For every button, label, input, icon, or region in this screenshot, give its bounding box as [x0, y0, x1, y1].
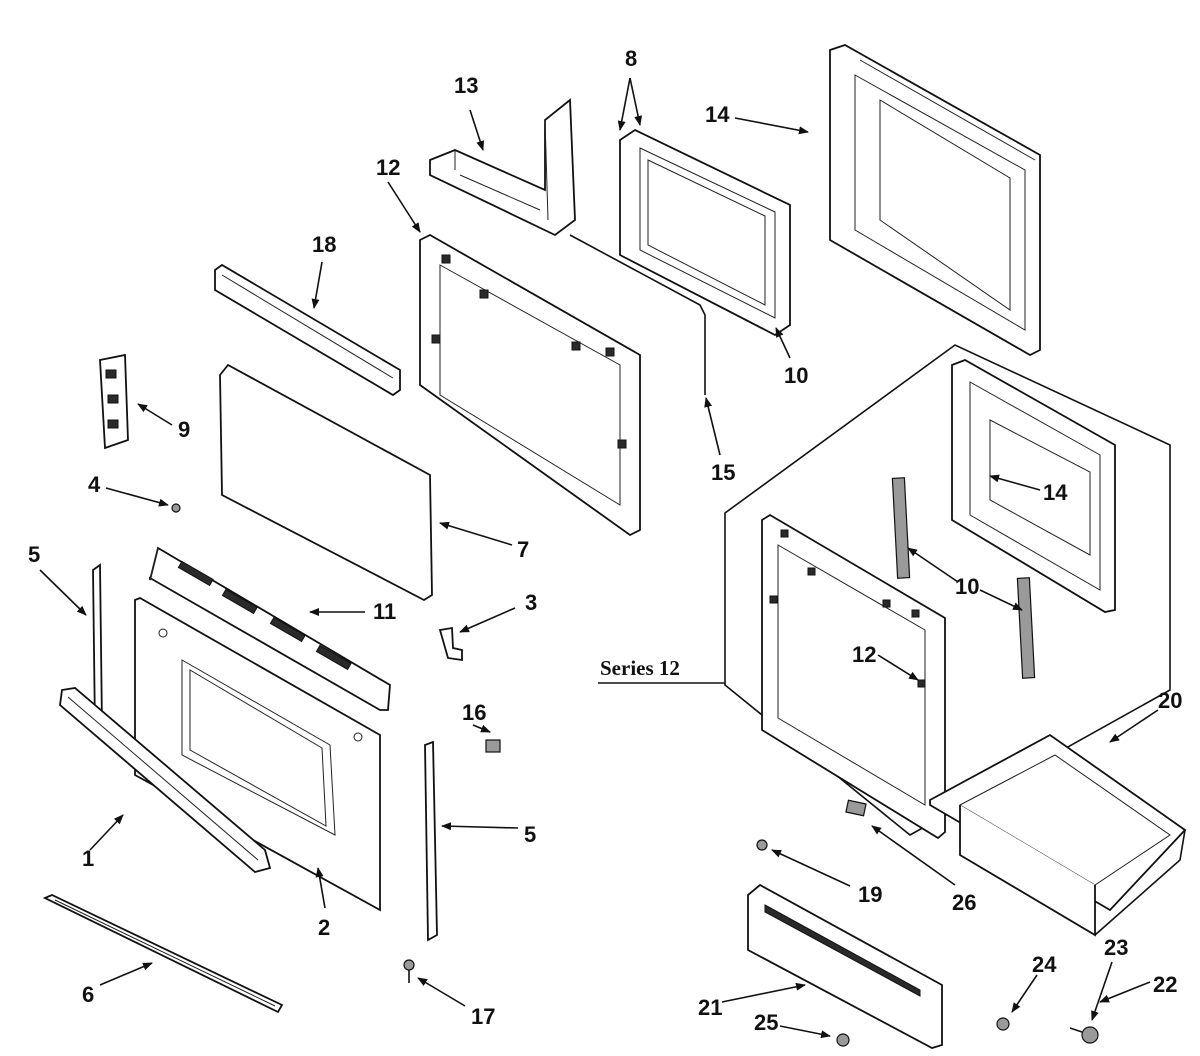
part-25-nut [836, 1033, 850, 1047]
part-20-drawer [929, 733, 1187, 937]
part-26-block [845, 799, 867, 817]
part-3-clip [438, 626, 463, 662]
part-14-inner-door [829, 44, 1041, 357]
callout-10-inset: 10 [955, 574, 979, 599]
callout-16: 16 [462, 700, 486, 725]
leader-lines [39, 77, 1159, 1039]
callout-26: 26 [952, 890, 976, 915]
callout-14-inset: 14 [1043, 480, 1068, 505]
callout-12: 12 [376, 155, 400, 180]
callout-20: 20 [1158, 688, 1182, 713]
callout-18: 18 [312, 232, 336, 257]
callout-11: 11 [373, 599, 396, 624]
part-19-screw [756, 839, 768, 851]
callout-3: 3 [525, 590, 537, 615]
callout-2: 2 [318, 915, 330, 940]
part-21-drawer-front [747, 883, 943, 1049]
part-12-door-frame [419, 233, 641, 537]
callout-12-inset: 12 [852, 642, 876, 667]
part-16-block [485, 739, 501, 753]
part-22-23-knob [1069, 1026, 1099, 1044]
part-15-gasket [569, 234, 706, 395]
callout-7: 7 [517, 537, 529, 562]
callout-9: 9 [178, 417, 190, 442]
part-18-strip [214, 263, 401, 397]
callout-14: 14 [705, 102, 730, 127]
part-2-outer-door [134, 597, 381, 912]
callout-17: 17 [471, 1004, 495, 1029]
part-24-nut [996, 1017, 1010, 1031]
part-9-hinge [99, 353, 129, 450]
part-17-screw [403, 959, 415, 983]
series-12-inset [598, 344, 1171, 840]
part-8-glass-frame [619, 128, 791, 337]
callout-23: 23 [1104, 935, 1128, 960]
callout-15: 15 [711, 460, 735, 485]
callout-19: 19 [858, 882, 882, 907]
part-7-glass-panel [219, 363, 433, 602]
callout-10: 10 [784, 363, 808, 388]
part-5-side-trim-right [424, 740, 438, 942]
part-6-bottom-strip [42, 894, 284, 1014]
callout-5-right: 5 [524, 822, 536, 847]
callout-6: 6 [82, 982, 94, 1007]
part-11-vent-strip [149, 546, 391, 711]
callout-4: 4 [88, 472, 101, 497]
series-12-label: Series 12 [600, 656, 680, 680]
callout-24: 24 [1032, 952, 1057, 977]
callout-1: 1 [82, 846, 94, 871]
part-4-screw [171, 503, 181, 513]
callout-5-left: 5 [28, 542, 40, 567]
callout-labels: 13 8 14 12 18 10 15 9 4 7 5 11 3 16 5 1 … [28, 46, 1182, 1035]
part-13-insulation [429, 98, 576, 237]
part-1-handle [59, 687, 272, 873]
callout-13: 13 [454, 73, 478, 98]
callout-22: 22 [1153, 972, 1177, 997]
callout-21: 21 [698, 995, 722, 1020]
callout-25: 25 [754, 1010, 778, 1035]
callout-8: 8 [625, 46, 637, 71]
